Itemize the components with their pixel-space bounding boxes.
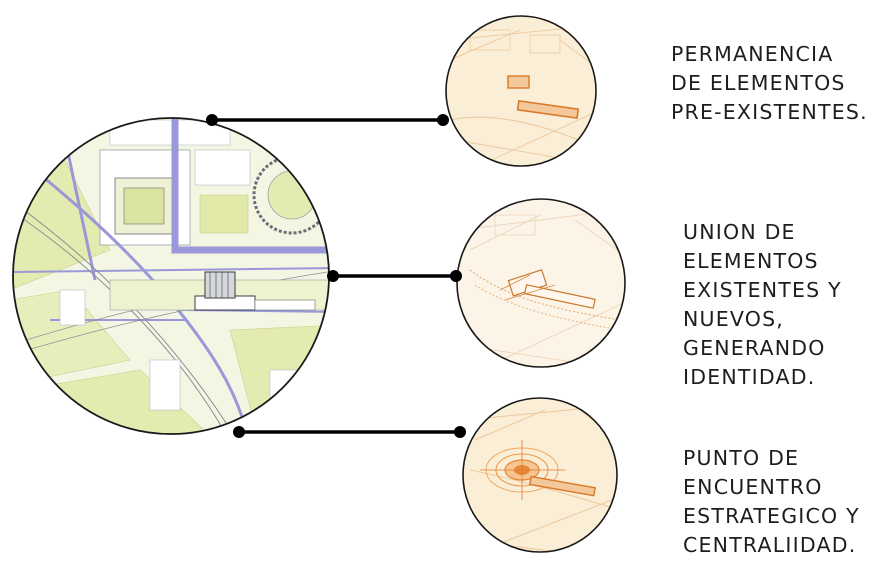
site-plan-map	[12, 117, 330, 435]
caption-line: ESTRATEGICO Y	[683, 504, 860, 528]
caption-punto-de-encuentro: PUNTO DE ENCUENTRO ESTRATEGICO Y CENTRAL…	[683, 444, 860, 560]
caption-line: UNION DE	[683, 220, 796, 244]
detail-circle-1	[445, 15, 597, 167]
caption-line: ENCUENTRO	[683, 475, 823, 499]
caption-line: DE ELEMENTOS	[671, 71, 846, 95]
caption-line: CENTRALIIDAD.	[683, 533, 857, 557]
caption-line: NUEVOS,	[683, 307, 785, 331]
caption-line: PERMANENCIA	[671, 42, 834, 66]
caption-line: IDENTIDAD.	[683, 365, 816, 389]
caption-permanencia: PERMANENCIA DE ELEMENTOS PRE-EXISTENTES.	[671, 40, 868, 127]
connector-1	[206, 114, 449, 126]
caption-line: PRE-EXISTENTES.	[671, 100, 868, 124]
detail-circle-3	[462, 397, 618, 553]
caption-line: EXISTENTES Y	[683, 278, 842, 302]
caption-line: PUNTO DE	[683, 446, 800, 470]
connector-3	[233, 426, 466, 438]
connector-2	[327, 270, 462, 282]
caption-line: GENERANDO	[683, 336, 826, 360]
detail-circle-2	[456, 198, 626, 368]
caption-line: ELEMENTOS	[683, 249, 819, 273]
caption-union: UNION DE ELEMENTOS EXISTENTES Y NUEVOS, …	[683, 218, 842, 392]
